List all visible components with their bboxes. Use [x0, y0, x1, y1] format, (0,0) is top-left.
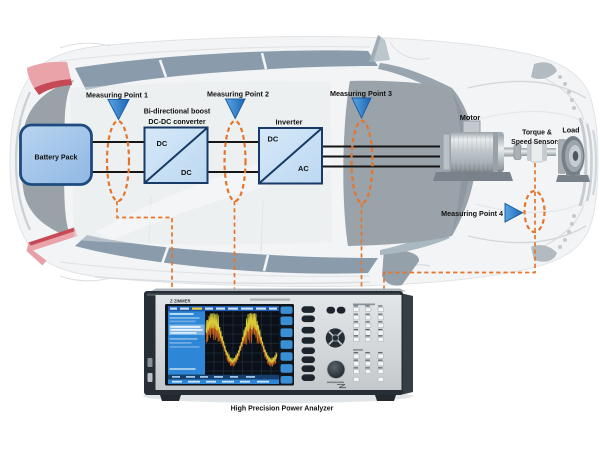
- svg-text:DC: DC: [157, 139, 168, 148]
- svg-text:Measuring Point 4: Measuring Point 4: [441, 209, 503, 218]
- svg-text:Speed Sensors: Speed Sensors: [511, 139, 561, 146]
- svg-text:DC: DC: [268, 135, 279, 144]
- svg-text:DC: DC: [181, 168, 192, 177]
- svg-text:Battery Pack: Battery Pack: [35, 154, 78, 162]
- svg-text:Measuring Point 1: Measuring Point 1: [86, 91, 148, 100]
- svg-text:High Precision Power Analyzer: High Precision Power Analyzer: [231, 406, 334, 413]
- svg-text:Torque &: Torque &: [522, 130, 552, 137]
- svg-text:AC: AC: [298, 164, 309, 173]
- svg-text:DC-DC converter: DC-DC converter: [148, 118, 205, 126]
- svg-text:Inverter: Inverter: [275, 118, 302, 127]
- svg-text:Z·ZIMMER: Z·ZIMMER: [170, 299, 190, 304]
- svg-text:Motor: Motor: [460, 113, 481, 122]
- svg-text:Measuring Point 3: Measuring Point 3: [330, 89, 392, 98]
- svg-text:Bi-directional boost: Bi-directional boost: [144, 108, 211, 116]
- svg-text:Measuring Point 2: Measuring Point 2: [207, 90, 269, 99]
- svg-text:Load: Load: [562, 126, 579, 135]
